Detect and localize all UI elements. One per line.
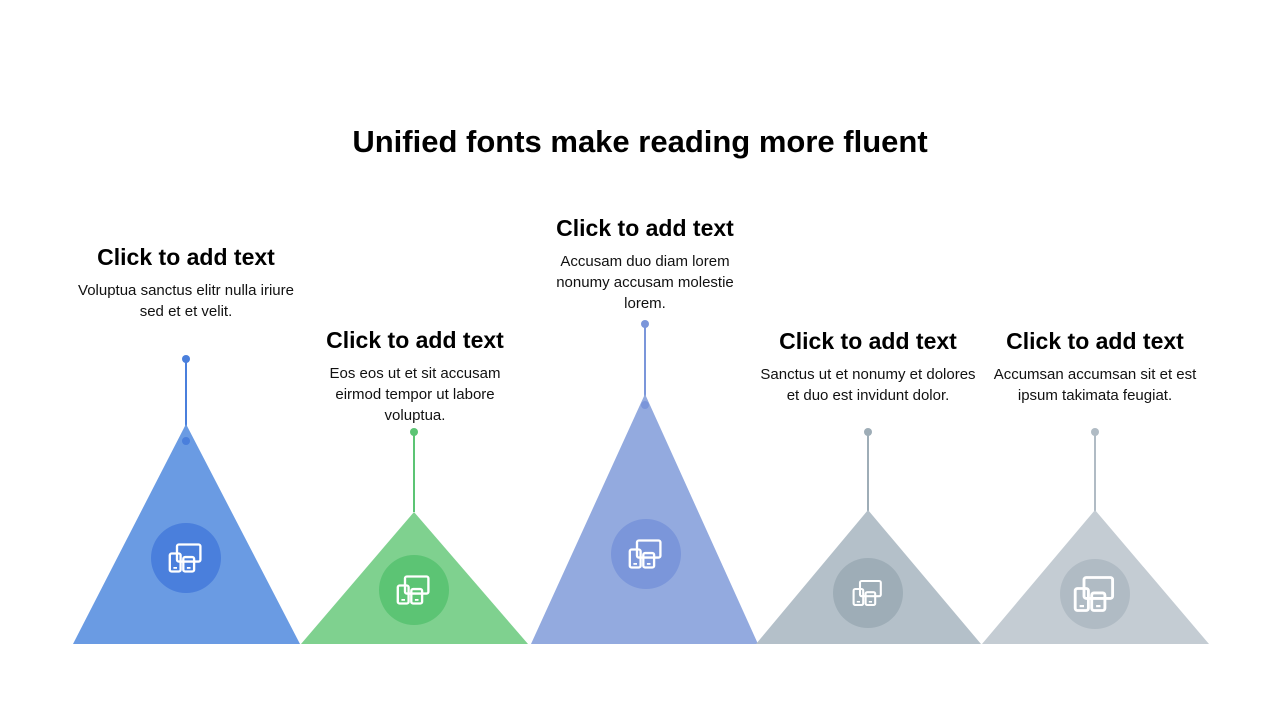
step-3-heading[interactable]: Click to add text — [556, 215, 734, 241]
connector-dot — [182, 437, 190, 445]
step-2-text[interactable]: Eos eos ut et sit accusam eirmod tempor … — [329, 365, 501, 424]
step-5-card: Click to add text Accumsan accumsan sit … — [985, 326, 1205, 406]
step-3-card: Click to add text Accusam duo diam lorem… — [535, 213, 755, 314]
step-4-graphic — [756, 428, 981, 644]
step-2-heading[interactable]: Click to add text — [326, 327, 504, 353]
step-3-text[interactable]: Accusam duo diam lorem nonumy accusam mo… — [556, 253, 734, 312]
connector-dot — [182, 355, 190, 363]
step-2-graphic — [301, 428, 528, 644]
connector-dot — [864, 428, 872, 436]
step-2-card: Click to add text Eos eos ut et sit accu… — [305, 325, 525, 426]
connector-dot — [1091, 428, 1099, 436]
step-4-card: Click to add text Sanctus ut et nonumy e… — [758, 326, 978, 406]
step-5-graphic — [982, 428, 1209, 644]
step-1-heading[interactable]: Click to add text — [97, 244, 275, 270]
step-5-heading[interactable]: Click to add text — [1006, 328, 1184, 354]
connector-dot — [641, 320, 649, 328]
step-1-graphic — [73, 355, 300, 644]
slide-title: Unified fonts make reading more fluent — [352, 124, 928, 159]
triangle — [531, 394, 758, 644]
step-5-text[interactable]: Accumsan accumsan sit et est ipsum takim… — [993, 366, 1197, 404]
step-1-card: Click to add text Voluptua sanctus elitr… — [76, 242, 296, 322]
step-1-text[interactable]: Voluptua sanctus elitr nulla iriure sed … — [78, 282, 294, 320]
connector-dot — [410, 428, 418, 436]
connector-dot — [641, 401, 649, 409]
step-4-heading[interactable]: Click to add text — [779, 328, 957, 354]
step-4-text[interactable]: Sanctus ut et nonumy et dolores et duo e… — [760, 366, 976, 404]
step-3-graphic — [531, 320, 758, 644]
